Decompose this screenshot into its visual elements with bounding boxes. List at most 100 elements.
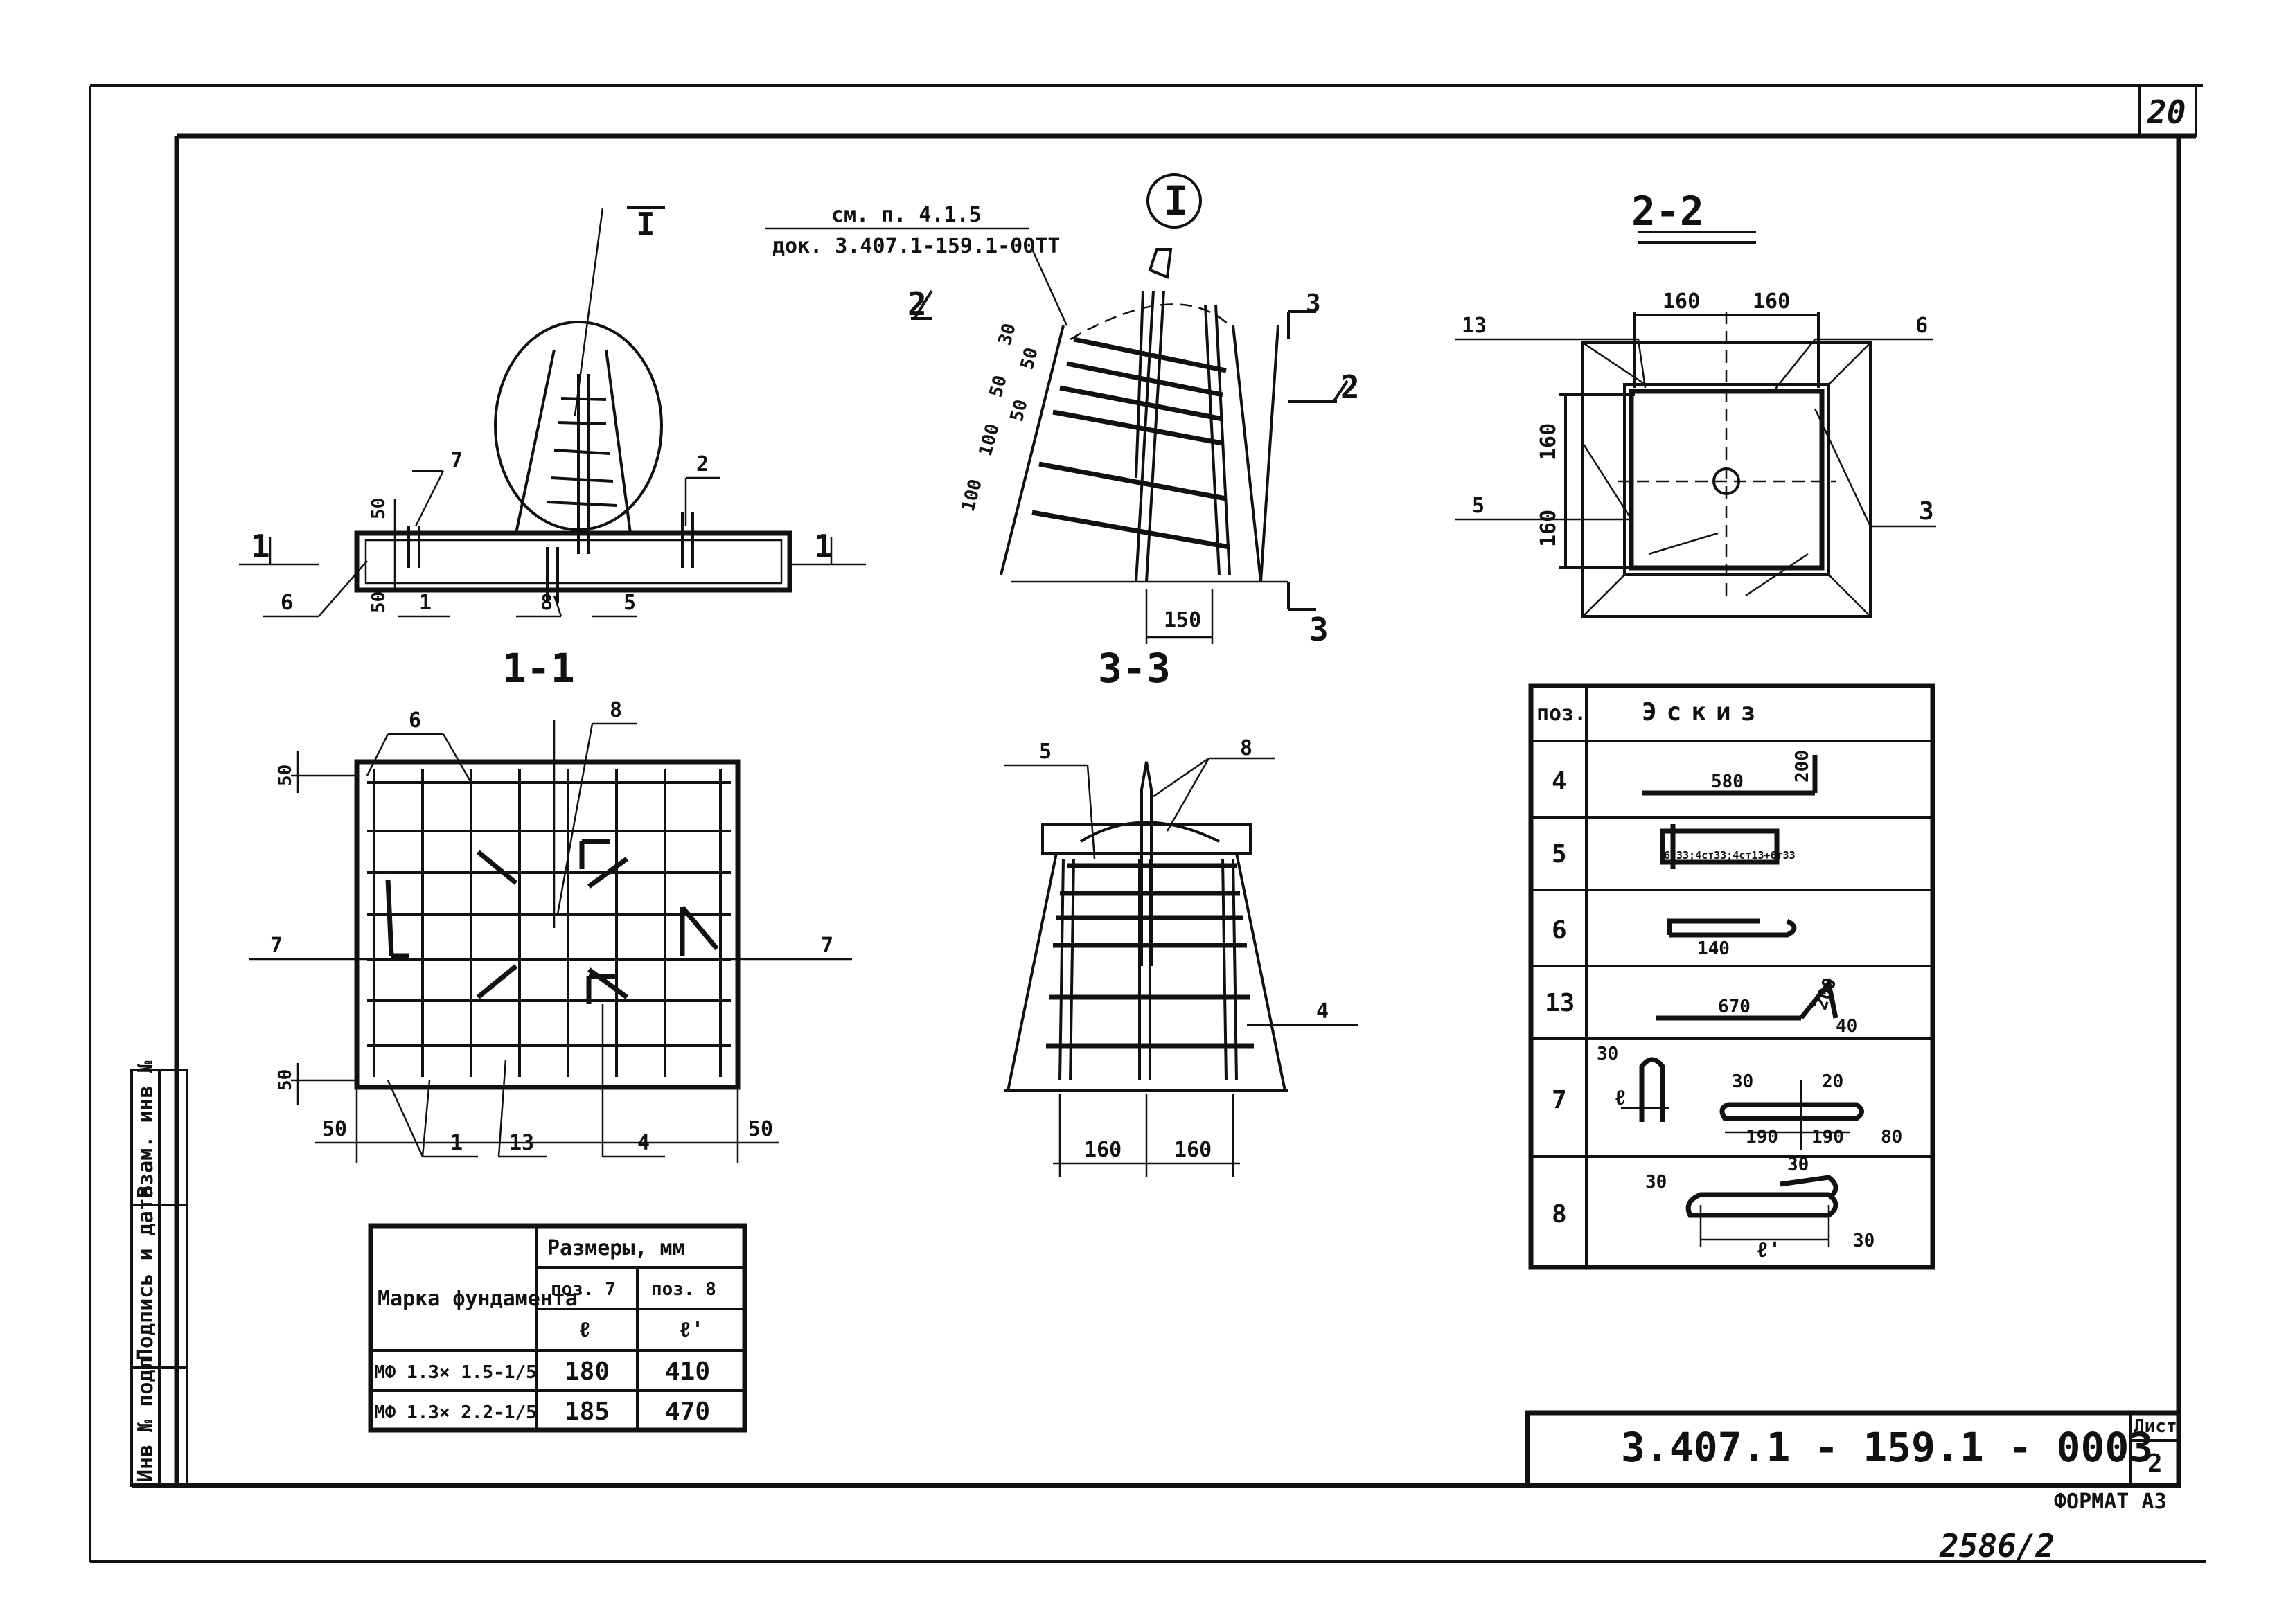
plan-pos-13: 13 (509, 1131, 534, 1155)
dims-sub-p8: ℓ' (679, 1318, 704, 1342)
stamp-sign-date: Подпись и дата (134, 1186, 158, 1361)
sketch-header-title: Эскиз (1642, 698, 1765, 726)
sketch-row-4-dim-580: 580 (1711, 771, 1744, 792)
elev-pos-7: 7 (450, 449, 463, 473)
sketch-row-13-pos: 13 (1545, 989, 1575, 1017)
dimensions-table (368, 1223, 747, 1433)
dims-col-p7: поз. 7 (551, 1279, 616, 1300)
section-2-2 (1455, 231, 1936, 618)
sketch-row-7-dim-30b: 30 (1732, 1071, 1753, 1092)
s22-height-160a: 160 (1536, 423, 1561, 461)
sketch-row-7-pos: 7 (1552, 1086, 1567, 1114)
plan-pos-7-right: 7 (821, 934, 833, 958)
elev-pos-5: 5 (623, 591, 636, 615)
node-dim-100b: 100 (958, 477, 986, 514)
dims-row-2-p8: 470 (665, 1398, 710, 1426)
elev-section-1-right: 1 (814, 528, 833, 565)
elev-section-1-left: 1 (251, 528, 270, 565)
section-2-2-title: 2-2 (1631, 188, 1704, 235)
sketch-row-7-dim-30a: 30 (1597, 1044, 1618, 1064)
node-dim-50b: 50 (986, 373, 1011, 400)
sketch-row-7-dim-20: 20 (1822, 1071, 1843, 1092)
s22-width-160b: 160 (1753, 289, 1790, 314)
sheet-label: Лист (2134, 1416, 2177, 1437)
node-callout-mark: I (1164, 177, 1188, 224)
archive-number: 2586/2 (1939, 1527, 2055, 1564)
elev-pos-2: 2 (696, 452, 709, 476)
dims-col-p8: поз. 8 (651, 1279, 716, 1300)
plan-dim-50-right: 50 (748, 1117, 773, 1141)
s22-height-160b: 160 (1536, 510, 1561, 547)
dims-row-2-p7: 185 (565, 1398, 610, 1426)
plan-pos-4: 4 (637, 1131, 650, 1155)
dims-col-brand: Марка фундамента (378, 1287, 578, 1311)
plan-pos-8: 8 (610, 698, 622, 722)
plan-dim-50-top: 50 (275, 765, 296, 786)
sketch-row-7-dim-190b: 190 (1811, 1127, 1844, 1148)
node-dim-150: 150 (1164, 608, 1201, 632)
page-number: 20 (2147, 93, 2186, 131)
sketch-row-5-pos: 5 (1552, 840, 1567, 868)
s33-pos-5: 5 (1039, 740, 1052, 764)
node-detail (765, 173, 1349, 644)
sketch-row-13-dim-40: 40 (1836, 1016, 1857, 1037)
dims-row-2-brand: МФ 1.3× 2.2-1/5 (374, 1402, 537, 1423)
stamp-inv-orig: Инв № подл (134, 1357, 158, 1482)
s33-pos-4: 4 (1316, 999, 1329, 1024)
s33-dim-160b: 160 (1174, 1138, 1212, 1162)
s22-pos-5: 5 (1472, 494, 1485, 518)
dims-row-1-p7: 180 (565, 1357, 610, 1386)
sketch-row-7-dim-190a: 190 (1746, 1127, 1778, 1148)
s22-pos-13: 13 (1462, 314, 1487, 338)
sketch-row-8-dim-30a: 30 (1645, 1172, 1667, 1193)
node-dim-30: 30 (995, 321, 1020, 348)
document-code: 3.407.1 - 159.1 - 0003 (1621, 1424, 2153, 1471)
sketch-row-8-dim-30c: 30 (1853, 1231, 1875, 1251)
s33-dim-160a: 160 (1084, 1138, 1122, 1162)
sketch-row-5-dims: 6т33;4ст33;4ст13+6т33 (1664, 849, 1796, 862)
node-section-3a: 3 (1306, 289, 1321, 318)
sketch-header-pos: поз. (1536, 702, 1586, 726)
s22-pos-6: 6 (1915, 314, 1928, 338)
s33-pos-8: 8 (1240, 736, 1252, 760)
dims-row-1-brand: МФ 1.3× 1.5-1/5 (374, 1362, 537, 1383)
plan-pos-7-left: 7 (270, 934, 283, 958)
sketch-row-6-pos: 6 (1552, 916, 1567, 945)
elev-node-mark: I (636, 206, 655, 243)
section-1-1-plan (249, 720, 852, 1163)
node-section-2b: 2 (1340, 368, 1360, 406)
section-3-3-title: 3-3 (1098, 645, 1171, 692)
node-dim-100a: 100 (975, 422, 1004, 458)
section-1-1-title: 1-1 (502, 645, 575, 692)
node-section-2a: 2 (907, 285, 927, 323)
side-stamp (130, 1069, 188, 1487)
sheet-frame (89, 84, 2206, 1563)
plan-dim-50-left: 50 (322, 1117, 347, 1141)
elev-dim-50a: 50 (369, 498, 389, 519)
dims-col-sizes: Размеры, мм (547, 1236, 685, 1260)
stamp-inv-repl: Взам. инв № (134, 1060, 158, 1198)
node-section-3b: 3 (1309, 611, 1329, 648)
sketch-row-4-dim-200: 200 (1792, 750, 1813, 783)
s22-pos-3: 3 (1919, 497, 1934, 526)
elevation-view (239, 206, 866, 618)
node-dim-50c: 50 (1007, 398, 1032, 424)
sketch-row-13-dim-200: 200 (1810, 975, 1841, 1012)
elev-pos-1: 1 (419, 591, 432, 615)
format-label: ФОРМАТ А3 (2054, 1490, 2167, 1514)
plan-pos-1: 1 (450, 1131, 463, 1155)
sketch-row-7-dim-l: ℓ (1614, 1086, 1627, 1110)
plan-pos-6: 6 (409, 708, 421, 733)
sketch-row-8-dim-l: ℓ' (1756, 1238, 1781, 1262)
dims-row-1-p8: 410 (665, 1357, 710, 1386)
elev-pos-6: 6 (281, 591, 293, 615)
sketch-row-7-dim-80: 80 (1881, 1127, 1902, 1148)
plan-dim-50-bottom: 50 (275, 1069, 296, 1091)
dims-sub-p7: ℓ (578, 1318, 591, 1342)
node-dim-50a: 50 (1017, 346, 1043, 372)
title-block (1525, 1410, 2181, 1488)
section-3-3 (1004, 757, 1358, 1177)
s22-width-160a: 160 (1663, 289, 1700, 314)
sheet-number: 2 (2147, 1449, 2163, 1478)
